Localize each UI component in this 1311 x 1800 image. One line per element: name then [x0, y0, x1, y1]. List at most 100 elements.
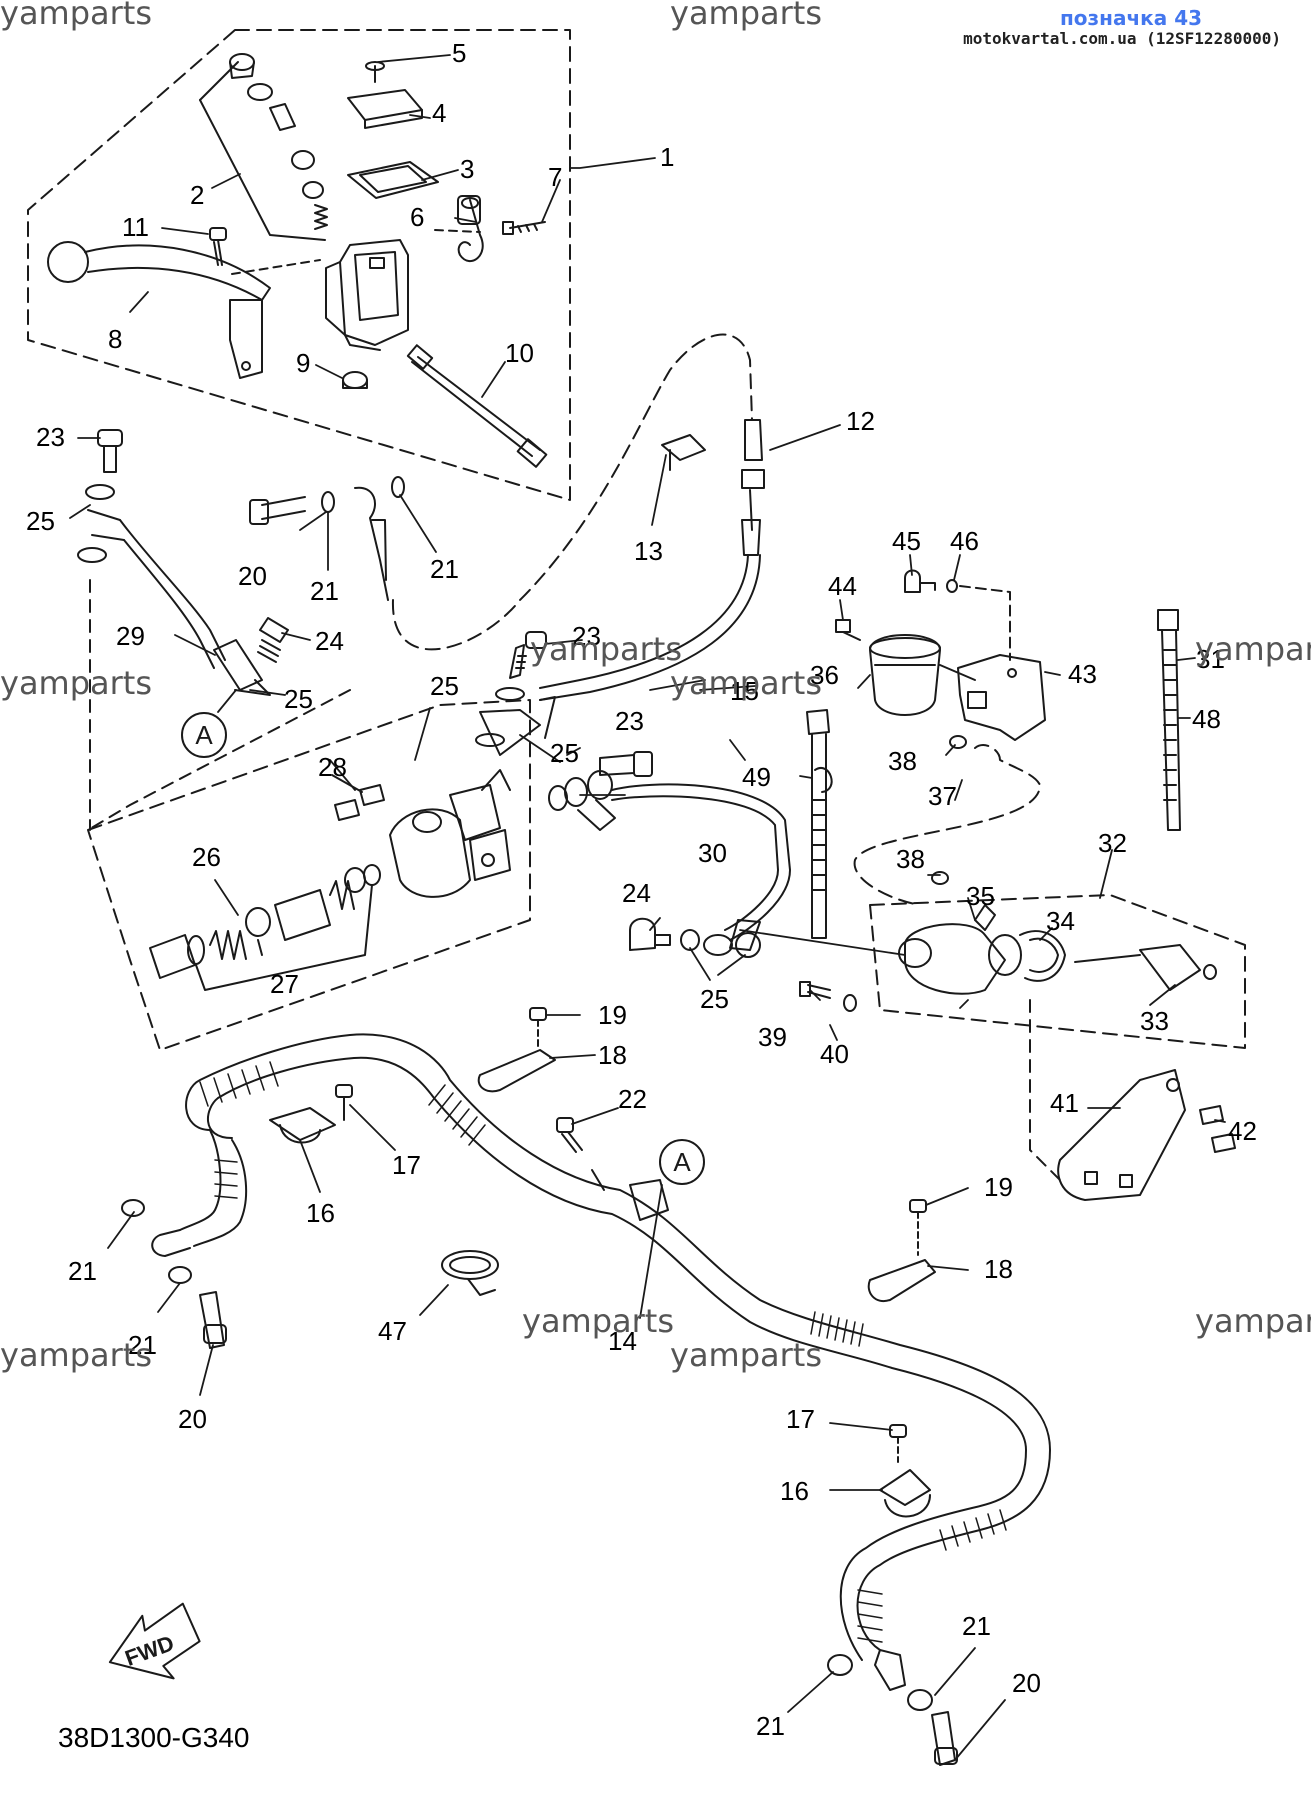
header-site[interactable]: motokvartal.com.ua (12SF12280000): [963, 29, 1281, 48]
holder-18-lower: [867, 1259, 936, 1303]
bolt-24-right: [629, 917, 761, 958]
connector-a-circle-2: [659, 1139, 705, 1185]
callout-20-c: 20: [1012, 1668, 1041, 1698]
callout-42: 42: [1228, 1116, 1257, 1146]
callout-45: 45: [892, 526, 921, 556]
watermark-5: yamparts: [670, 664, 823, 702]
nut-9: [342, 371, 368, 389]
callout-13: 13: [634, 536, 663, 566]
callout-28: 28: [318, 752, 347, 782]
callout-17-a: 17: [392, 1150, 421, 1180]
bracket-41: [1057, 1069, 1186, 1201]
piston-kit-27: [149, 864, 381, 991]
callout-11: 11: [122, 212, 149, 242]
group-outline-clutch-cylinder: [87, 699, 531, 1051]
fwd-arrow-icon: [108, 1602, 201, 1680]
banjo-lower-left: [121, 1199, 227, 1349]
callout-49: 49: [742, 762, 771, 792]
valve-24: [257, 617, 289, 663]
callout-24-b: 24: [622, 878, 651, 908]
callout-21-c: 21: [68, 1256, 97, 1286]
callout-7: 7: [548, 162, 562, 192]
bolt-7: [502, 221, 546, 235]
callout-30: 30: [698, 838, 727, 868]
callout-19-a: 19: [598, 1000, 627, 1030]
banjo-right: [548, 770, 791, 941]
callout-36: 36: [810, 660, 839, 690]
group-outline-master-cylinder: [27, 29, 571, 501]
callout-46: 46: [950, 526, 979, 556]
cylinder-26: [389, 769, 511, 898]
callout-27: 27: [270, 969, 299, 999]
callout-37: 37: [928, 781, 957, 811]
banjo-mid: [475, 687, 556, 756]
watermark-2: yamparts: [670, 0, 823, 32]
callout-21-a: 21: [310, 576, 339, 606]
holder-18-upper: [477, 1049, 556, 1093]
bolt-44: [835, 619, 861, 641]
callout-8: 8: [108, 324, 122, 354]
header-label[interactable]: позначка 43: [1059, 6, 1203, 30]
banjo-bolt-23-right: [599, 751, 653, 777]
callout-12: 12: [846, 406, 875, 436]
callout-9: 9: [296, 348, 310, 378]
watermark-1: yamparts: [0, 0, 153, 32]
bolts-42: [1199, 1105, 1236, 1153]
clamp-16-upper: [269, 1107, 336, 1144]
watermark-8: yamparts: [0, 1336, 153, 1374]
diaphragm-3: [347, 161, 439, 199]
callout-38-a: 38: [888, 746, 917, 776]
callout-40: 40: [820, 1039, 849, 1069]
callout-38-b: 38: [896, 844, 925, 874]
callout-3: 3: [460, 154, 474, 184]
bracket-43: [957, 654, 1046, 741]
callout-25-d: 25: [550, 738, 579, 768]
bolt-45-46: [904, 569, 1011, 661]
callout-16-b: 16: [780, 1476, 809, 1506]
callout-2: 2: [190, 180, 204, 210]
callout-35: 35: [966, 881, 995, 911]
callout-4: 4: [432, 98, 446, 128]
callout-6: 6: [410, 202, 424, 232]
hose-37: [853, 735, 1041, 906]
part-callouts: 5 4 3 7 1 6 2 11 8 9 10 12 13 23 25 20 2…: [26, 38, 1257, 1741]
callout-44: 44: [828, 571, 857, 601]
callout-25-e: 25: [700, 984, 729, 1014]
watermark-9: yamparts: [670, 1336, 823, 1374]
clip-47: [441, 1250, 499, 1296]
bolt-17-lower: [889, 1424, 907, 1463]
watermark-4: yamparts: [0, 664, 153, 702]
bolt-19-upper: [529, 1007, 547, 1049]
brake-lever: [47, 241, 271, 379]
banjo-bolt-23-mid: [509, 631, 547, 679]
connector-a-label-1: A: [195, 720, 213, 750]
callout-29: 29: [116, 621, 145, 651]
callout-19-b: 19: [984, 1172, 1013, 1202]
callout-16-a: 16: [306, 1198, 335, 1228]
switch-10: [406, 344, 548, 468]
callout-41: 41: [1050, 1088, 1079, 1118]
callout-47: 47: [378, 1316, 407, 1346]
callout-39: 39: [758, 1022, 787, 1052]
banjo-lower-right: [827, 1649, 958, 1766]
callout-10: 10: [505, 338, 534, 368]
callout-25-a: 25: [26, 506, 55, 536]
callout-25-b: 25: [284, 684, 313, 714]
clamp-16-lower: [879, 1469, 931, 1518]
group-outline-connector: [87, 579, 1061, 1181]
bolts-28: [331, 774, 385, 821]
watermark-3: yamparts: [530, 630, 683, 668]
callout-23-a: 23: [36, 422, 65, 452]
bolt-17-upper: [335, 1084, 353, 1121]
callout-24-a: 24: [315, 626, 344, 656]
callout-25-c: 25: [430, 671, 459, 701]
callout-32: 32: [1098, 828, 1127, 858]
banjo-fitting-upper: [249, 476, 405, 601]
callout-14: 14: [608, 1326, 637, 1356]
callout-33: 33: [1140, 1006, 1169, 1036]
callout-34: 34: [1046, 906, 1075, 936]
bolt-11: [209, 227, 227, 266]
hose-14: [179, 1033, 1051, 1661]
callout-21-d: 21: [128, 1330, 157, 1360]
callout-22: 22: [618, 1084, 647, 1114]
